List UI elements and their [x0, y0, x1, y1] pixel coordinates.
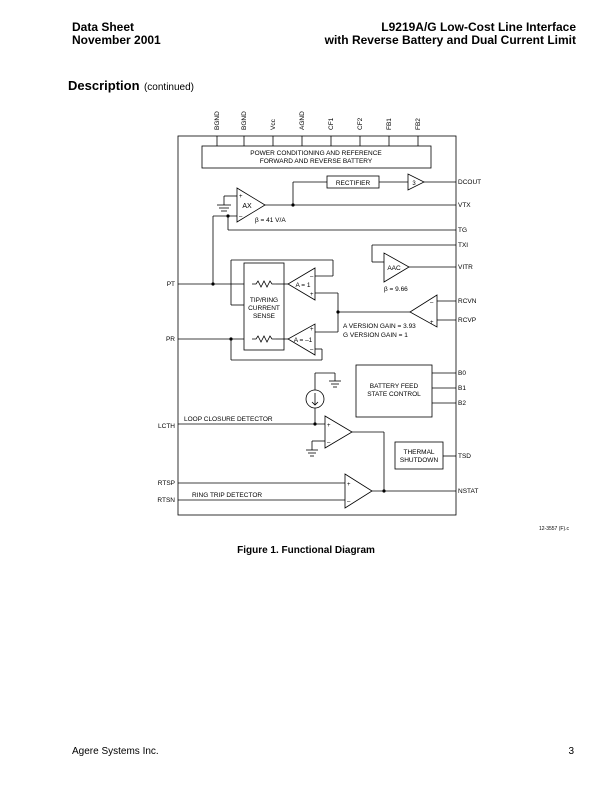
loop-closure-comparator [324, 415, 353, 449]
pin-nstat: NSTAT [458, 488, 478, 495]
power-conditioning-block [201, 145, 432, 169]
pin-rtsn: RTSN [157, 497, 175, 504]
lcd-minus: – [327, 440, 331, 446]
left-pins: PT PR LCTH RTSP RTSN [157, 281, 175, 504]
aac-label: AAC [387, 265, 401, 272]
figure-caption: Figure 1. Functional Diagram [237, 545, 375, 556]
amp-am1-label: A = –1 [294, 337, 313, 344]
pin-lcth: LCTH [158, 423, 175, 430]
amp-am1-minus: – [310, 347, 314, 353]
sense-line-1: TIP/RING [250, 297, 278, 304]
rcv-plus: + [430, 320, 434, 326]
section-heading: Description (continued) [68, 77, 194, 95]
doc-title: L9219A/G Low-Cost Line Interface [381, 20, 576, 34]
doc-subtitle: with Reverse Battery and Dual Current Li… [324, 33, 576, 47]
ring-trip-comparator [344, 473, 373, 509]
doc-type: Data Sheet [72, 20, 135, 34]
power-block-line-2: FORWARD AND REVERSE BATTERY [260, 158, 373, 165]
amp-am1-plus: + [310, 327, 314, 333]
amp-am1 [287, 323, 316, 356]
gain-g-version: G VERSION GAIN = 1 [343, 332, 408, 339]
section-continued: (continued) [143, 82, 194, 93]
rtd-plus: + [347, 482, 351, 488]
right-pins: DCOUT VTX TG TXI VITR RCVN RCVP B0 B1 B2… [458, 179, 481, 495]
pin-bgnd-2: BGND [241, 111, 248, 130]
receive-amplifier [409, 294, 438, 328]
thermal-line-1: THERMAL [403, 449, 434, 456]
battery-line-2: STATE CONTROL [367, 391, 421, 398]
sense-resistor-tip [252, 280, 276, 288]
pin-cf1: CF1 [328, 117, 335, 130]
amp-a1 [287, 267, 316, 301]
sense-line-3: SENSE [253, 313, 276, 320]
pin-b0: B0 [458, 370, 466, 377]
loop-closure-label: LOOP CLOSURE DETECTOR [184, 416, 273, 423]
pin-rcvn: RCVN [458, 298, 477, 305]
lcd-plus: + [327, 423, 331, 429]
ax-beta: β = 41 V/A [255, 217, 286, 224]
rectifier-label: RECTIFIER [336, 180, 371, 187]
ax-minus: – [239, 214, 243, 220]
pin-rtsp: RTSP [158, 480, 175, 487]
sense-line-2: CURRENT [248, 305, 280, 312]
header-right: L9219A/G Low-Cost Line Interface with Re… [325, 21, 576, 47]
rtd-minus: – [347, 499, 351, 505]
pin-vcc: Vcc [270, 118, 277, 130]
header-left: Data Sheet November 2001 [72, 21, 161, 47]
amp-a1-minus: – [310, 274, 314, 280]
aac-amplifier [383, 252, 410, 283]
pin-b1: B1 [458, 385, 466, 392]
aac-beta: β = 9.66 [384, 286, 408, 293]
current-sense-block [243, 262, 285, 351]
footer-page-number: 3 [568, 746, 574, 757]
pin-tsd: TSD [458, 453, 471, 460]
buffer-gain: 3 [412, 181, 416, 187]
pin-pt: PT [167, 281, 175, 288]
footer-company: Agere Systems Inc. [72, 746, 159, 757]
chip-outline [177, 135, 457, 516]
top-pin-lines [216, 136, 419, 146]
pin-pr: PR [166, 336, 175, 343]
thermal-shutdown-block [394, 441, 444, 470]
rcv-minus: – [430, 300, 434, 306]
ax-plus: + [239, 194, 243, 200]
pin-agnd: AGND [299, 111, 306, 130]
ring-trip-label: RING TRIP DETECTOR [192, 492, 262, 499]
power-block-line-1: POWER CONDITIONING AND REFERENCE [250, 150, 382, 157]
sense-resistor-ring [252, 335, 276, 343]
ax-label: AX [242, 203, 252, 210]
section-title: Description [68, 78, 140, 93]
pin-b2: B2 [458, 400, 466, 407]
pin-bgnd-1: BGND [214, 111, 221, 130]
amp-a1-plus: + [310, 292, 314, 298]
pin-fb1: FB1 [386, 118, 393, 130]
figure-code: 12-3557 (F).c [539, 526, 570, 532]
pin-vitr: VITR [458, 264, 473, 271]
pin-vtx: VTX [458, 202, 471, 209]
gain-a-version: A VERSION GAIN = 3.93 [343, 323, 416, 330]
thermal-line-2: SHUTDOWN [400, 457, 439, 464]
ax-amplifier [236, 187, 266, 223]
rectifier-buffer [407, 173, 425, 191]
pin-dcout: DCOUT [458, 179, 481, 186]
pin-tg: TG [458, 227, 467, 234]
pin-txi: TXI [458, 242, 468, 249]
battery-line-1: BATTERY FEED [370, 383, 419, 390]
battery-feed-block [355, 364, 433, 418]
amp-a1-label: A = 1 [296, 282, 311, 289]
pin-fb2: FB2 [415, 118, 422, 130]
top-pins: BGND BGND Vcc AGND CF1 CF2 FB1 FB2 [214, 111, 422, 130]
doc-date: November 2001 [72, 33, 161, 47]
pin-cf2: CF2 [357, 117, 364, 130]
pin-rcvp: RCVP [458, 317, 476, 324]
